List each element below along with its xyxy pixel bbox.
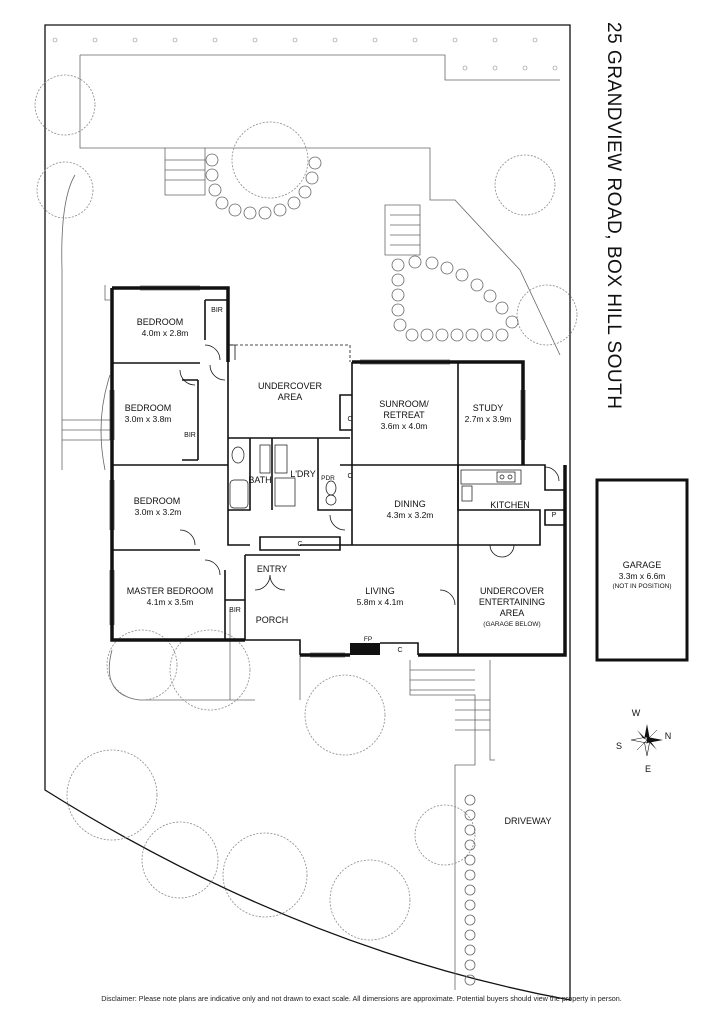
dining-dims: 4.3m x 3.2m [387, 510, 434, 520]
undercover-label-1: UNDERCOVER [258, 381, 323, 391]
sunroom-label-1: SUNROOM/ [379, 399, 429, 409]
garage-dims: 3.3m x 6.6m [619, 571, 666, 581]
bedroom2-dims: 3.0m x 3.8m [125, 414, 172, 424]
disclaimer: Disclaimer: Please note plans are indica… [101, 994, 622, 1003]
bedroom2-label: BEDROOM [125, 403, 172, 413]
garage-note: (NOT IN POSITION) [612, 583, 671, 590]
cupboard-label-1: C [347, 473, 352, 480]
laundry-label: L'DRY [290, 469, 316, 479]
compass-west: W [632, 708, 641, 718]
bath-label: BATH [248, 475, 271, 485]
compass-east: E [645, 764, 651, 774]
bedroom3-label: BEDROOM [134, 496, 181, 506]
bir-label-2: BIR [184, 432, 196, 439]
undercover-label-2: AREA [278, 392, 303, 402]
porch-label: PORCH [256, 615, 289, 625]
pantry-label: P [552, 512, 557, 519]
trees [34, 74, 578, 941]
cupboard-label-3: C [297, 541, 302, 548]
sunroom-label-2: RETREAT [383, 410, 425, 420]
garden-lines [61, 54, 561, 990]
entertaining-note: (GARAGE BELOW) [483, 621, 540, 628]
bedroom1-label: BEDROOM [137, 317, 184, 327]
compass-icon [630, 724, 663, 757]
master-bedroom-dims: 4.1m x 3.5m [147, 597, 194, 607]
garage-label: GARAGE [623, 560, 662, 570]
entertaining-label-3: AREA [500, 608, 525, 618]
pdr-label: PDR [321, 475, 335, 482]
compass-north: N [665, 731, 672, 741]
garage [595, 478, 689, 662]
cupboard-label-2: C [347, 416, 352, 423]
fireplace-label: FP [364, 636, 372, 643]
study-dims: 2.7m x 3.9m [465, 414, 512, 424]
master-bedroom-label: MASTER BEDROOM [127, 586, 214, 596]
kitchen-label: KITCHEN [490, 500, 530, 510]
fireplace [350, 643, 380, 655]
entertaining-label-2: ENTERTAINING [479, 597, 545, 607]
entry-label: ENTRY [257, 564, 287, 574]
undercover-outline [230, 344, 351, 362]
study-label: STUDY [473, 403, 504, 413]
bir-label-3: BIR [229, 607, 241, 614]
bir-label-1: BIR [211, 307, 223, 314]
boundary-plants [52, 37, 558, 71]
entertaining-label-1: UNDERCOVER [480, 586, 545, 596]
kitchen-fixtures [460, 469, 522, 502]
bedroom1-dims: 4.0m x 2.8m [142, 328, 189, 338]
dining-label: DINING [394, 499, 426, 509]
compass-south: S [616, 741, 622, 751]
exterior-walls [110, 286, 567, 657]
sunroom-dims: 3.6m x 4.0m [381, 421, 428, 431]
bathroom-fixtures [229, 444, 337, 509]
interior-walls [112, 299, 566, 655]
living-label: LIVING [365, 586, 395, 596]
bedroom3-dims: 3.0m x 3.2m [135, 507, 182, 517]
cupboard-label-4: C [397, 647, 402, 654]
living-dims: 5.8m x 4.1m [357, 597, 404, 607]
driveway-label: DRIVEWAY [504, 816, 551, 826]
site-boundary [44, 24, 571, 1001]
address-heading: 25 GRANDVIEW ROAD, BOX HILL SOUTH [598, 22, 626, 462]
hedge-garden [205, 153, 519, 986]
windows [109, 285, 526, 658]
address-text: 25 GRANDVIEW ROAD, BOX HILL SOUTH [603, 22, 624, 410]
